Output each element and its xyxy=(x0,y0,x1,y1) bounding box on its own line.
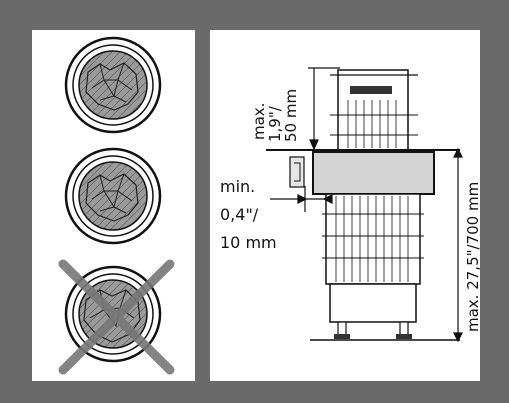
side-gap-line1: min. xyxy=(220,177,255,196)
stone-bowl-icon xyxy=(64,147,162,245)
top-clearance-line2: 1,9"/ xyxy=(266,105,284,142)
dimension-lines xyxy=(270,67,463,343)
cross-out-icon xyxy=(58,259,175,375)
stone-bowl-icon xyxy=(64,36,162,134)
top-clearance-label: max. 1,9"/ 50 mm xyxy=(250,89,300,142)
top-clearance-line3: 50 mm xyxy=(282,89,300,142)
side-gap-label: min. 0,4"/ 10 mm xyxy=(220,177,277,252)
heater-drawing xyxy=(266,69,460,341)
side-gap-line3: 10 mm xyxy=(220,233,277,252)
stone-bowl-incorrect-icon xyxy=(58,259,175,375)
top-clearance-line1: max. xyxy=(250,103,268,140)
height-label: max. 27,5"/700 mm xyxy=(464,182,482,332)
side-gap-line2: 0,4"/ xyxy=(220,205,259,224)
